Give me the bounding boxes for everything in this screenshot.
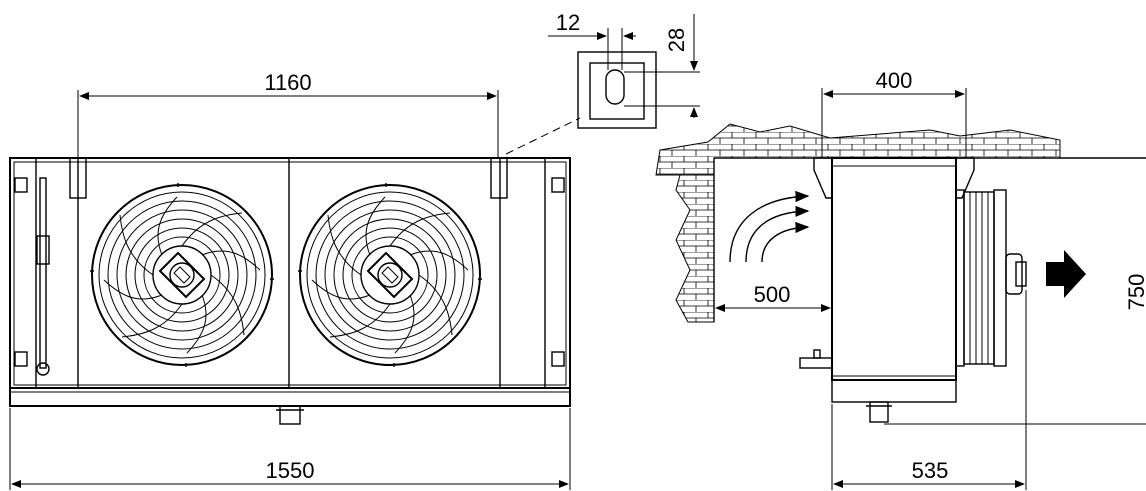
airflow-out-arrow [1046, 250, 1086, 298]
fan-left [89, 182, 275, 368]
fan-motor [1005, 253, 1023, 295]
side-view: 400 500 535 750 [655, 68, 1146, 490]
dim-bracket-depth: 400 [876, 68, 913, 93]
dim-overall-width: 1550 [266, 458, 315, 483]
dim-slot-width: 12 [556, 10, 580, 35]
dim-unit-depth: 535 [912, 458, 949, 483]
front-view: 1160 1550 [9, 70, 571, 490]
dim-height: 750 [1124, 274, 1146, 311]
drain-pipe-side [869, 401, 889, 423]
airflow-in [729, 190, 810, 263]
fan-right [297, 182, 483, 368]
unit-housing [9, 157, 571, 389]
dim-mount-spacing: 1160 [264, 70, 311, 95]
mount-bracket-right [490, 157, 508, 199]
unit-body-side [831, 157, 957, 381]
side-wall [675, 174, 715, 323]
dim-slot-height: 28 [664, 28, 689, 52]
ceiling-wall [655, 123, 1061, 176]
drain-pipe [279, 405, 301, 425]
dim-wall-clearance: 500 [754, 282, 791, 307]
drip-tray [9, 387, 571, 407]
slot-detail: 12 28 [505, 10, 700, 155]
